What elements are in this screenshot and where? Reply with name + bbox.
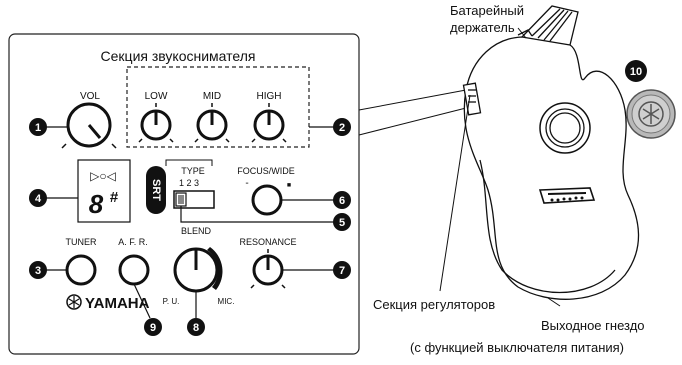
svg-text:YAMAHA: YAMAHA [85, 295, 150, 312]
tuner-sharp: # [110, 189, 119, 206]
resonance-label: RESONANCE [239, 237, 296, 247]
blend-pu-label: P. U. [163, 297, 180, 306]
focus-wide-button[interactable] [251, 184, 283, 216]
svg-text:6: 6 [339, 195, 345, 207]
callout-9: 9 [144, 318, 162, 336]
focus-wide-label: FOCUS/WIDE [237, 166, 295, 176]
panel-title: Секция звукоснимателя [101, 48, 256, 64]
afr-label: A. F. R. [118, 237, 148, 247]
yamaha-emblem-pin-icon [638, 101, 664, 127]
callout-2: 2 [333, 118, 351, 136]
blend-mic-label: MIC. [218, 297, 235, 306]
vol-label: VOL [80, 91, 100, 102]
mid-tick-l [194, 138, 199, 143]
callout-3: 3 [29, 261, 47, 279]
callout-6: 6 [333, 191, 351, 209]
high-label: HIGH [257, 91, 282, 102]
svg-text:3: 3 [35, 265, 41, 277]
vol-tick-left [61, 143, 67, 149]
tuner-button[interactable] [65, 254, 97, 286]
battery-holder-label-2: держатель [450, 20, 515, 35]
type-switch[interactable] [173, 190, 215, 209]
focus-wide-plus: ■ [287, 182, 291, 189]
low-knob[interactable] [140, 109, 172, 141]
resonance-tick-r [281, 284, 286, 289]
projection-line-top [358, 89, 467, 111]
type-bracket [165, 159, 213, 166]
vol-knob[interactable] [66, 102, 112, 148]
callout-4: 4 [29, 189, 47, 207]
callout-5: 5 [333, 213, 351, 231]
mid-knob[interactable] [196, 109, 228, 141]
type-label: TYPE [181, 166, 205, 176]
blend-knob[interactable] [173, 247, 219, 293]
guitar-leader-lines [439, 27, 561, 307]
blend-scale [207, 247, 223, 290]
low-tick-l [138, 138, 143, 143]
callout-10: 10 [625, 60, 647, 82]
callout-7: 7 [333, 261, 351, 279]
leader-lines [46, 126, 334, 319]
svg-text:4: 4 [35, 193, 42, 205]
svg-text:2: 2 [339, 122, 345, 134]
resonance-tick-l [250, 284, 255, 289]
output-jack-label-2: (с функцией выключателя питания) [410, 340, 624, 355]
vol-tick-right [111, 143, 117, 149]
svg-text:5: 5 [339, 217, 345, 229]
projection-line-bottom [358, 107, 467, 136]
high-tick-r [282, 138, 287, 143]
tuner-label: TUNER [66, 237, 97, 247]
yamaha-logo: YAMAHA [66, 294, 150, 312]
srt-badge: SRT [146, 166, 166, 214]
svg-text:9: 9 [150, 322, 156, 334]
low-tick-r [169, 138, 174, 143]
svg-text:10: 10 [630, 66, 642, 78]
low-label: LOW [145, 91, 168, 102]
svg-text:1: 1 [35, 122, 41, 134]
svg-text:SRT: SRT [150, 179, 162, 201]
type-positions: 1 2 3 [179, 178, 199, 188]
guitar-illustration [462, 5, 640, 300]
callout-8: 8 [187, 318, 205, 336]
eq-group-box [126, 66, 310, 148]
resonance-knob[interactable] [252, 254, 284, 286]
tuner-arrows: ▷○◁ [90, 169, 116, 183]
svg-text:7: 7 [339, 265, 345, 277]
focus-wide-minus: - [245, 178, 248, 189]
svg-text:8: 8 [193, 322, 199, 334]
high-tick-l [251, 138, 256, 143]
mid-label: MID [203, 91, 221, 102]
output-jack-label-1: Выходное гнездо [541, 318, 645, 333]
blend-label: BLEND [181, 226, 212, 236]
controls-section-label: Секция регуляторов [373, 297, 495, 312]
tuner-display [77, 159, 131, 223]
bridge-pins [550, 196, 584, 202]
battery-holder-label-1: Батарейный [450, 3, 524, 18]
mid-tick-r [225, 138, 230, 143]
afr-button[interactable] [118, 254, 150, 286]
high-knob[interactable] [253, 109, 285, 141]
callout-1: 1 [29, 118, 47, 136]
tuner-digit: 8 [89, 189, 104, 219]
strap-pin [626, 89, 676, 139]
